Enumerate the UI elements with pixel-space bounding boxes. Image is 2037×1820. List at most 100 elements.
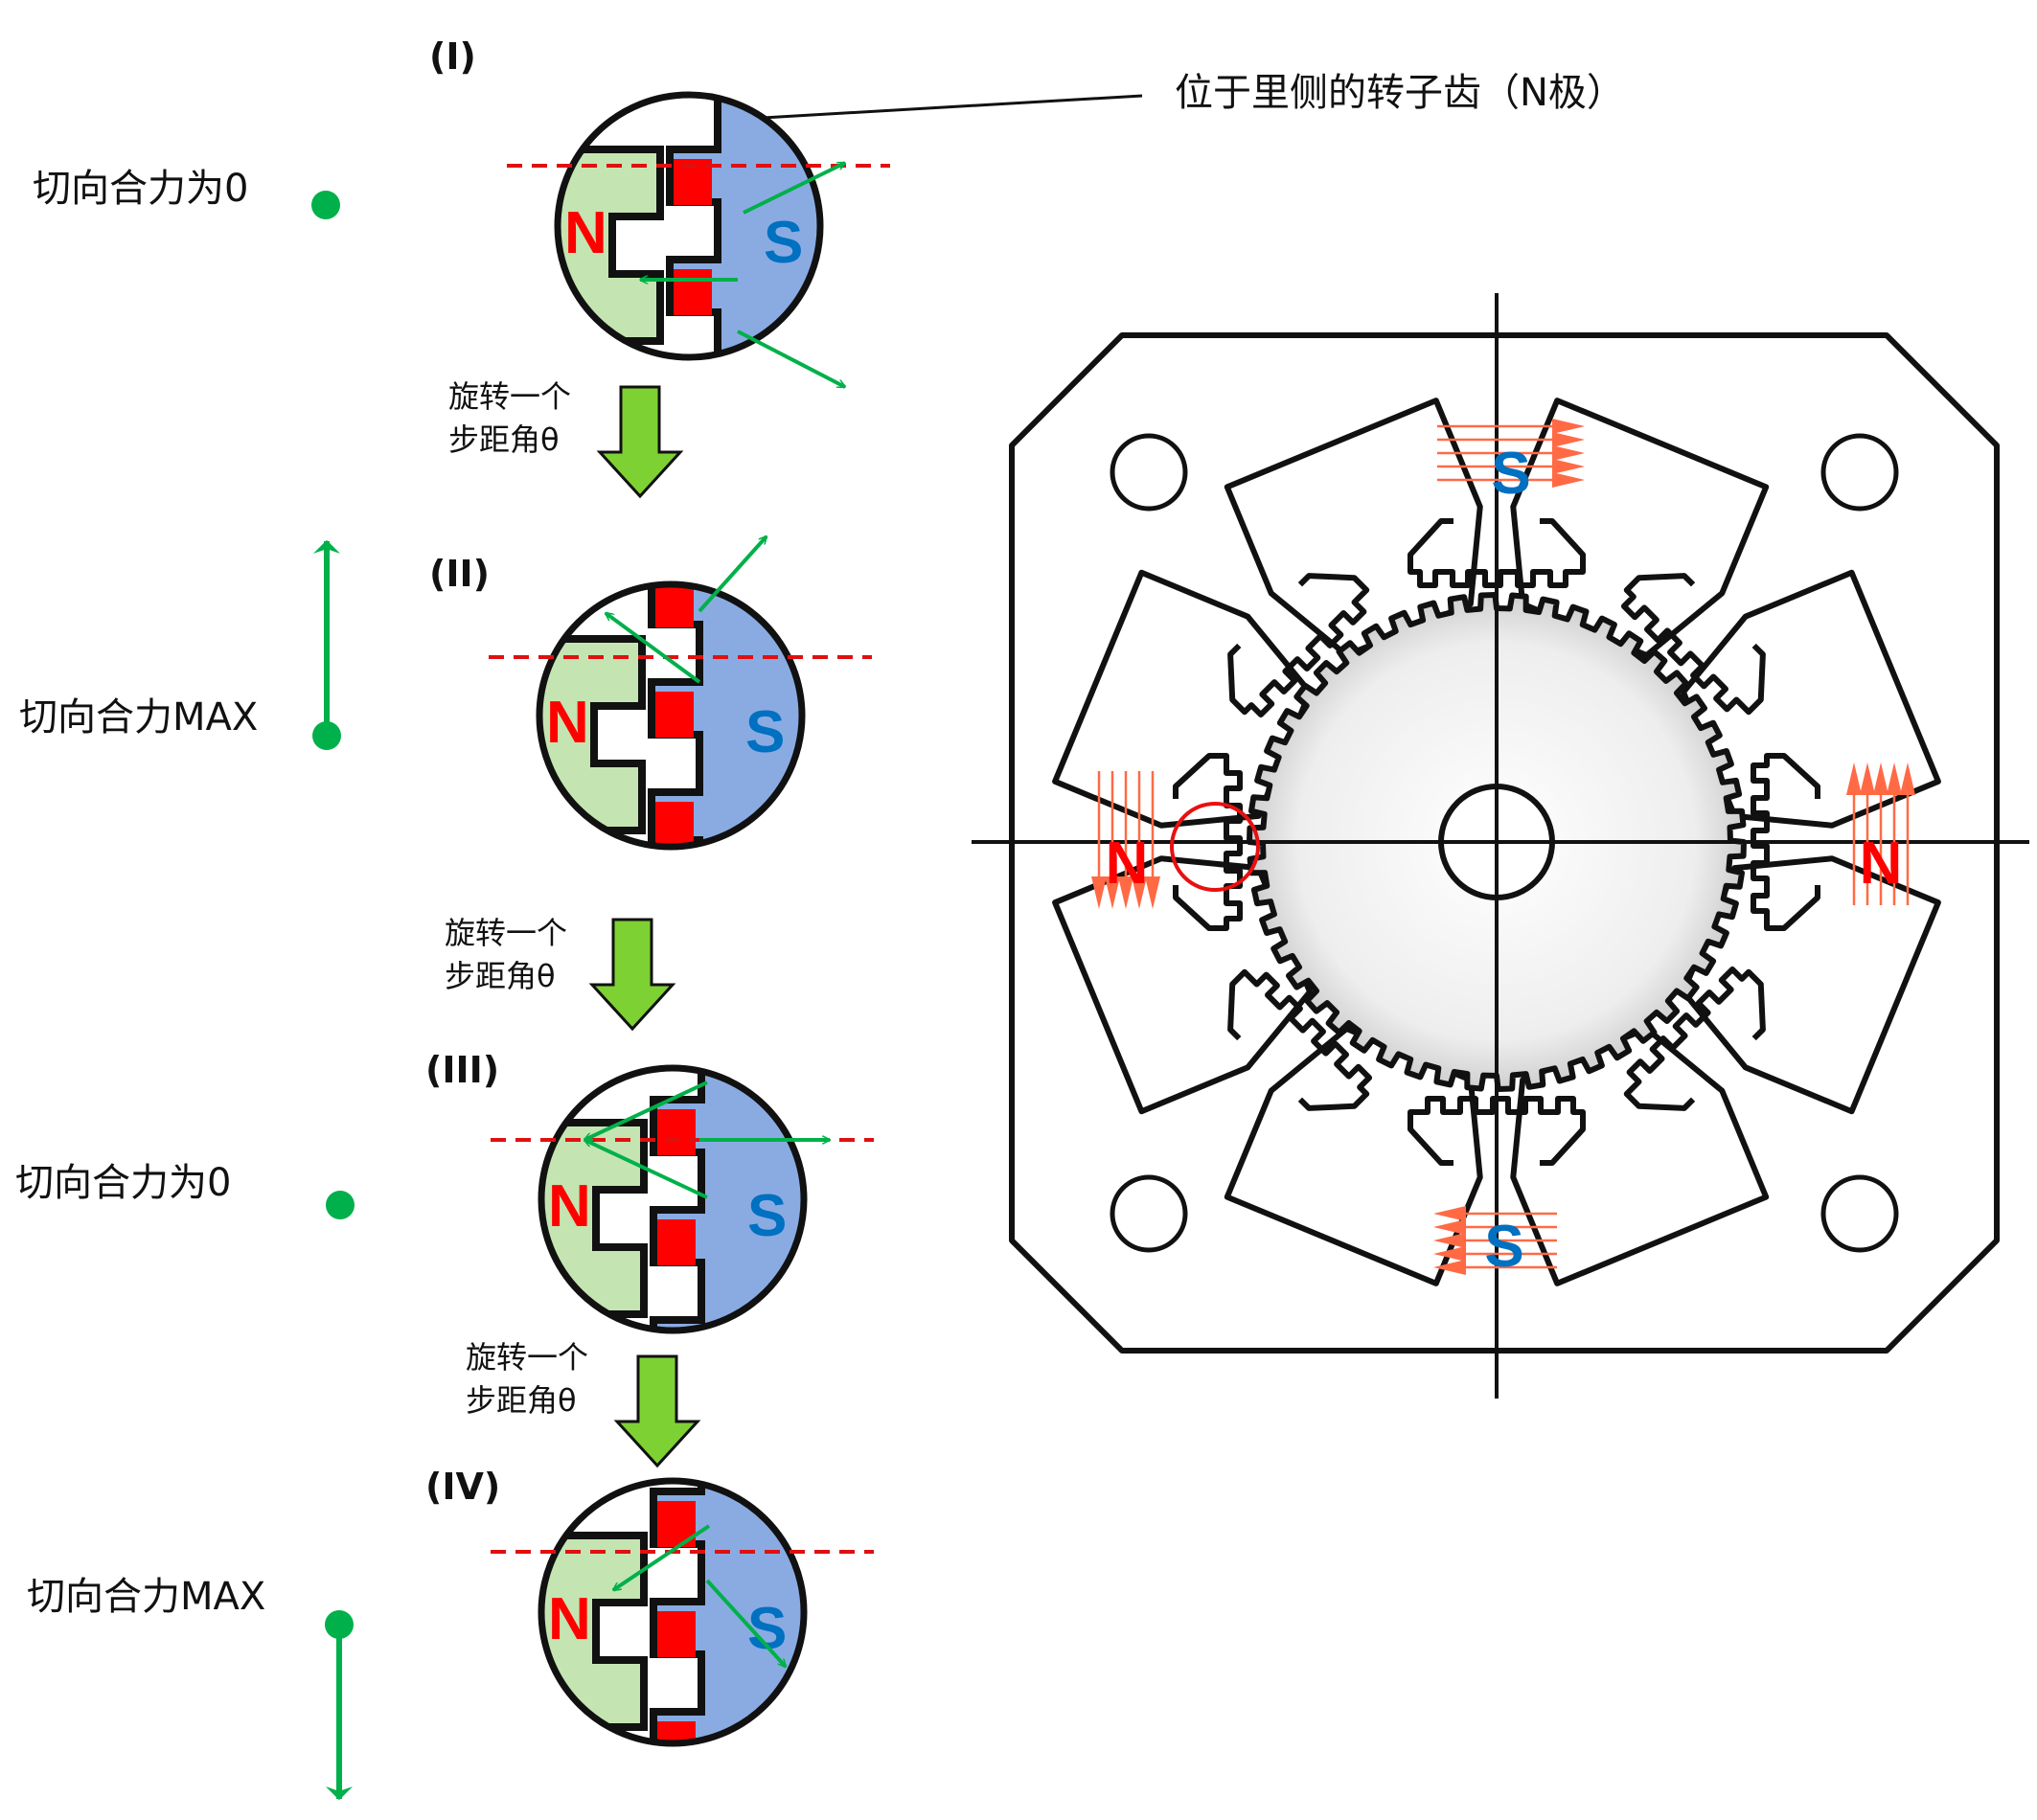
callout: 位于里侧的转子齿（N极） bbox=[729, 71, 1625, 122]
field-arrowhead bbox=[1873, 762, 1888, 795]
coil-field-lines bbox=[1091, 771, 1160, 909]
callout-leader-line bbox=[729, 94, 1143, 122]
field-arrowhead bbox=[1433, 1206, 1466, 1221]
field-arrowhead bbox=[1145, 876, 1160, 909]
rotor-tooth-red bbox=[657, 999, 696, 1045]
force-dot bbox=[311, 191, 340, 219]
slot-outline bbox=[1510, 1025, 1770, 1286]
slot-outline bbox=[1224, 398, 1483, 659]
mounting-hole bbox=[1110, 1174, 1188, 1253]
pole-label-s: S bbox=[747, 1596, 787, 1662]
step-text-line2: 步距角θ bbox=[445, 958, 556, 994]
rotor-tooth-red bbox=[657, 1109, 696, 1155]
pole-label-n: N bbox=[564, 200, 607, 266]
rotor-tooth-red bbox=[674, 49, 712, 95]
rotor-tooth-red bbox=[655, 692, 694, 738]
magnetic-force-arrow bbox=[737, 330, 845, 389]
step-text-line1: 旋转一个 bbox=[445, 915, 567, 951]
pole-label-s: S bbox=[764, 210, 803, 276]
rotor-tooth-red bbox=[655, 802, 694, 846]
field-arrowhead bbox=[1433, 1260, 1466, 1275]
green-down-arrow-icon bbox=[596, 385, 684, 499]
stator-pole bbox=[1227, 573, 1370, 718]
pole-label-s: S bbox=[747, 1183, 787, 1249]
force-text: 切向合力为0 bbox=[15, 1161, 231, 1205]
tooth-alignment-highlight-circle bbox=[1170, 802, 1260, 892]
step-text-line1: 旋转一个 bbox=[466, 1339, 588, 1376]
field-arrowhead bbox=[1132, 876, 1147, 909]
motor-pole-label-bottom: S bbox=[1484, 1214, 1523, 1280]
stator-pole bbox=[1620, 573, 1766, 716]
rotor-tooth-red bbox=[674, 379, 712, 425]
magnetic-force-arrow bbox=[698, 536, 767, 613]
pole-shoe-teeth bbox=[1227, 573, 1370, 718]
green-down-arrow-icon bbox=[613, 1354, 701, 1468]
pole-shoe-teeth bbox=[1227, 968, 1373, 1111]
stator-pole bbox=[1623, 966, 1766, 1111]
mounting-hole bbox=[1110, 433, 1188, 512]
field-arrowhead bbox=[1552, 432, 1585, 447]
stator-pole bbox=[1227, 968, 1373, 1111]
force-dot bbox=[326, 1191, 355, 1219]
force-text: 切向合力为0 bbox=[33, 167, 248, 211]
stator-pole bbox=[1751, 753, 1820, 931]
field-arrowhead bbox=[1433, 1246, 1466, 1262]
circle-outline bbox=[554, 91, 824, 361]
motor-pole-label-right: N bbox=[1860, 830, 1903, 897]
field-arrowhead bbox=[1433, 1219, 1466, 1235]
pole-label-s: S bbox=[745, 699, 785, 765]
step-text-line1: 旋转一个 bbox=[448, 378, 571, 415]
field-arrowhead bbox=[1552, 472, 1585, 488]
mounting-hole bbox=[1820, 433, 1899, 512]
rotor-tooth-red bbox=[655, 585, 694, 627]
step-text-line2: 步距角θ bbox=[448, 421, 560, 458]
stator-slot-window bbox=[1510, 1025, 1770, 1286]
field-arrowhead bbox=[1105, 876, 1120, 909]
motor-frame bbox=[1009, 332, 2000, 1354]
pole-shoe-teeth bbox=[1623, 966, 1766, 1111]
step-text-line2: 步距角θ bbox=[466, 1382, 577, 1419]
field-arrowhead bbox=[1552, 419, 1585, 434]
motor-pole-label-left: N bbox=[1106, 830, 1149, 897]
rotor-tooth-red bbox=[655, 471, 694, 517]
circle-outline bbox=[538, 1064, 808, 1334]
stator-pole bbox=[1408, 1096, 1586, 1166]
pole-shoe-teeth bbox=[1408, 1096, 1586, 1166]
stator-pole bbox=[1173, 753, 1243, 931]
circle-outline bbox=[536, 580, 806, 851]
field-arrowhead bbox=[1900, 762, 1915, 795]
stator-pole bbox=[1408, 518, 1586, 588]
pole-shoe-teeth bbox=[1620, 573, 1766, 716]
stage-label: (III) bbox=[425, 1049, 499, 1091]
rotor-tooth-red bbox=[657, 1219, 696, 1265]
magnetic-force-arrow bbox=[584, 1138, 708, 1199]
field-arrowhead bbox=[1091, 876, 1107, 909]
magnetic-force-arrow bbox=[584, 1081, 708, 1142]
mounting-hole bbox=[1820, 1174, 1899, 1253]
coil-field-lines bbox=[1433, 1206, 1557, 1275]
tooth-detail-clip bbox=[540, 471, 801, 846]
force-text: 切向合力MAX bbox=[19, 695, 258, 739]
pole-shoe-teeth bbox=[1173, 753, 1243, 931]
rotor-tooth-red bbox=[657, 1721, 696, 1742]
coil-field-lines bbox=[1437, 419, 1585, 488]
rotor-tooth-red bbox=[657, 1611, 696, 1657]
field-arrowhead bbox=[1860, 762, 1875, 795]
magnetic-force-arrow bbox=[606, 611, 701, 684]
field-arrowhead bbox=[1433, 1233, 1466, 1248]
coil-field-lines bbox=[1846, 762, 1915, 905]
pole-shoe-teeth bbox=[1408, 518, 1586, 588]
field-arrowhead bbox=[1846, 762, 1862, 795]
pole-label-n: N bbox=[548, 1586, 591, 1652]
field-arrowhead bbox=[1887, 762, 1902, 795]
